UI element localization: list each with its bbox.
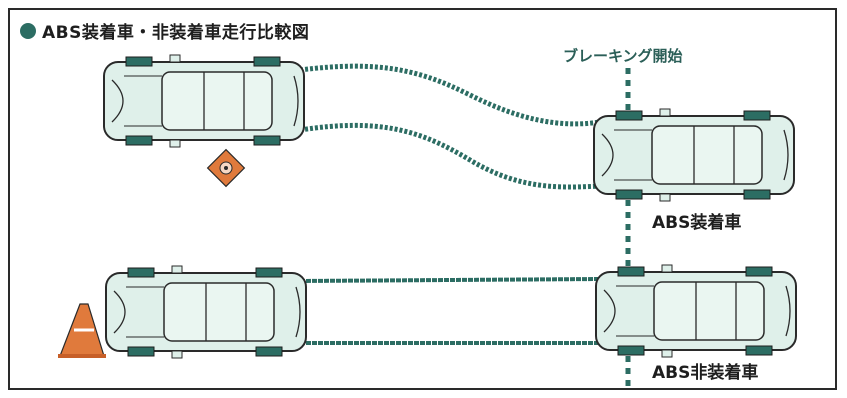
circle-bullet-icon [20, 22, 36, 39]
abs-track-lower [299, 122, 601, 190]
braking-start-label: ブレーキング開始 [563, 47, 683, 65]
abs-track-upper [299, 63, 601, 127]
label-abs-car: ABS装着車 [652, 213, 742, 233]
diagram-title: ABS装着車・非装着車走行比較図 [20, 18, 309, 43]
non-abs-track-upper [299, 277, 601, 283]
diagram-title-text: ABS装着車・非装着車走行比較図 [42, 23, 310, 43]
car-non-abs-start [105, 265, 307, 359]
car-non-abs-end [595, 264, 797, 358]
car-abs-end [593, 108, 795, 202]
traffic-cone-icon [58, 303, 106, 358]
car-abs-start [103, 54, 305, 148]
label-non-abs-car: ABS非装着車 [652, 363, 759, 383]
road-marker-icon [206, 148, 246, 188]
